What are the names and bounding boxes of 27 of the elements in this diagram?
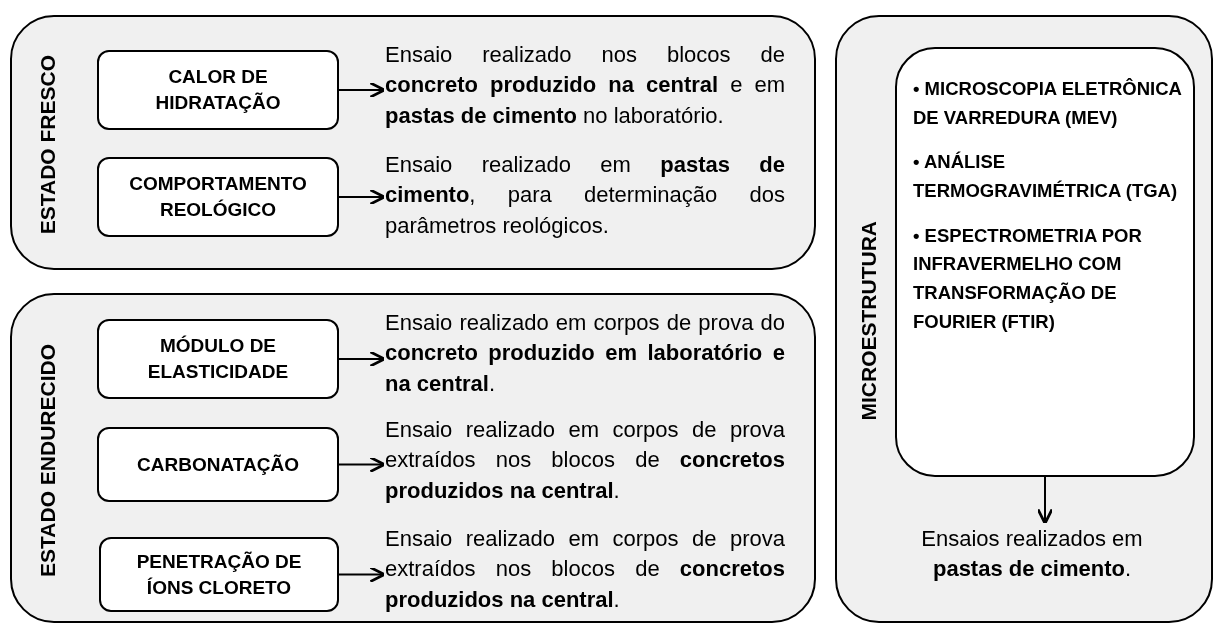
description-text: Ensaio realizado em corpos de prova extraídos nos blocos de concretos produzidos na central.	[385, 415, 785, 507]
description-text: Ensaio realizado em pastas de cimento, para determinação dos parâmetros reológicos.	[385, 150, 785, 242]
list-item: • ESPECTROMETRIA POR INFRAVERMELHO COM TRANSFORMAÇÃO DE FOURIER (FTIR)	[913, 223, 1143, 334]
group-panel	[835, 15, 1213, 623]
arrow	[338, 566, 386, 583]
test-box: COMPORTAMENTO REOLÓGICO	[97, 157, 339, 237]
arrow	[338, 350, 386, 368]
test-box: CARBONATAÇÃO	[97, 427, 339, 502]
group-title: MICROESTRUTURA	[857, 221, 881, 421]
description-text: Ensaio realizado em corpos de prova do concreto produzido em laboratório e na central.	[385, 308, 785, 400]
test-box: MÓDULO DE ELASTICIDADE	[97, 319, 339, 399]
arrow	[338, 81, 386, 99]
arrow	[338, 456, 386, 473]
group-title: ESTADO FRESCO	[36, 55, 60, 235]
description-text: Ensaios realizados em pastas de cimento.	[897, 524, 1167, 585]
group-title: ESTADO ENDURECIDO	[36, 343, 60, 577]
description-text: Ensaio realizado em corpos de prova extraídos nos blocos de concretos produzidos na central.	[385, 524, 785, 616]
method-list-box	[895, 47, 1195, 477]
test-box: CALOR DE HIDRATAÇÃO	[97, 50, 339, 130]
list-item: • ANÁLISE TERMOGRAVIMÉTRICA (TGA)	[913, 150, 1179, 203]
arrow	[1036, 476, 1054, 525]
group-panel	[10, 15, 816, 270]
test-box: PENETRAÇÃO DE ÍONS CLORETO	[99, 537, 339, 612]
group-panel	[10, 293, 816, 623]
list-item: • MICROSCOPIA ELETRÔNICA DE VARREDURA (MEV)	[913, 77, 1183, 130]
description-text: Ensaio realizado nos blocos de concreto produzido na central e em pastas de cimento no laboratório.	[385, 40, 785, 132]
arrow	[338, 188, 386, 206]
